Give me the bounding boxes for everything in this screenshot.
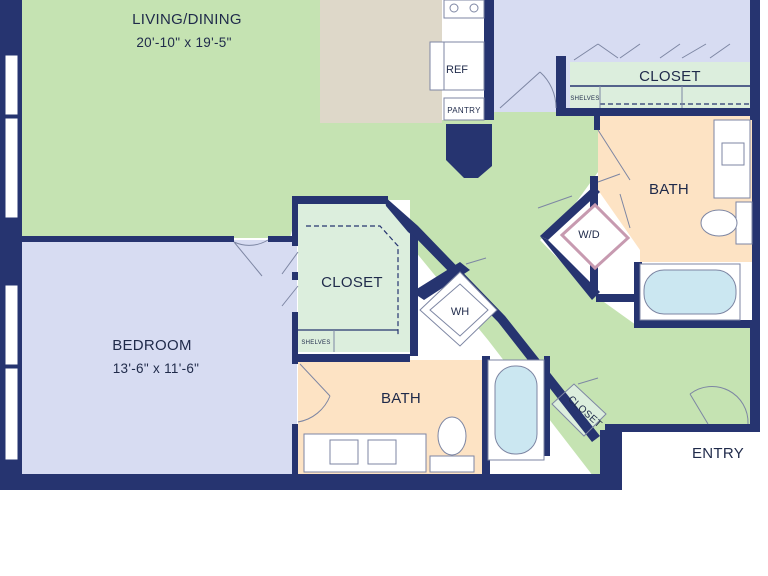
- pantry-label: PANTRY: [447, 106, 481, 115]
- closet-top-label: CLOSET: [639, 68, 701, 85]
- closet-top: [570, 43, 752, 108]
- sink-left: [329, 439, 359, 465]
- bedroom-title: BEDROOM: [112, 337, 192, 354]
- sink: [721, 142, 745, 166]
- bath-master-fixtures: [597, 119, 753, 321]
- closet-bedroom-area: [298, 204, 410, 352]
- bath-hall-fixtures: [297, 359, 545, 473]
- living-dining-area: [22, 0, 750, 485]
- bedroom-dims: 13'-6" x 11'-6": [113, 361, 200, 376]
- bedroom-area: [22, 240, 297, 474]
- toilet-bowl-hall: [437, 416, 467, 456]
- kitchen-fixtures: [429, 0, 485, 121]
- kitchen-floor: [320, 0, 442, 123]
- closet-top-shelves-label: SHELVES: [570, 96, 599, 102]
- washer-dryer: [537, 193, 631, 271]
- refrigerator-label: REF: [446, 64, 468, 76]
- toilet-bowl: [700, 209, 738, 237]
- sink-right: [367, 439, 397, 465]
- double-vanity: [303, 433, 427, 473]
- closet-bedroom: [281, 225, 399, 352]
- toilet-tank-hall: [429, 455, 475, 473]
- closet-entry: [551, 377, 607, 437]
- bath-hall-label: BATH: [381, 390, 421, 407]
- door-swing-top: [499, 71, 557, 109]
- refrigerator: [443, 41, 485, 91]
- pantry: [443, 97, 485, 121]
- washer-dryer-label: W/D: [578, 229, 599, 241]
- closet-bedroom-shelves-label: SHELVES: [301, 340, 330, 346]
- bath-master-label: BATH: [649, 181, 689, 198]
- living-dining-dims: 20'-10" x 19'-5": [136, 35, 231, 50]
- water-heater-label: WH: [451, 306, 469, 318]
- water-heater: [419, 257, 498, 347]
- door-swing-bedroom: [233, 239, 269, 277]
- door-swing-entry: [689, 385, 749, 425]
- living-dining-title: LIVING/DINING: [132, 11, 242, 28]
- entry-label: ENTRY: [692, 445, 744, 462]
- toilet-tank: [735, 201, 753, 245]
- closet-bedroom-label: CLOSET: [321, 274, 383, 291]
